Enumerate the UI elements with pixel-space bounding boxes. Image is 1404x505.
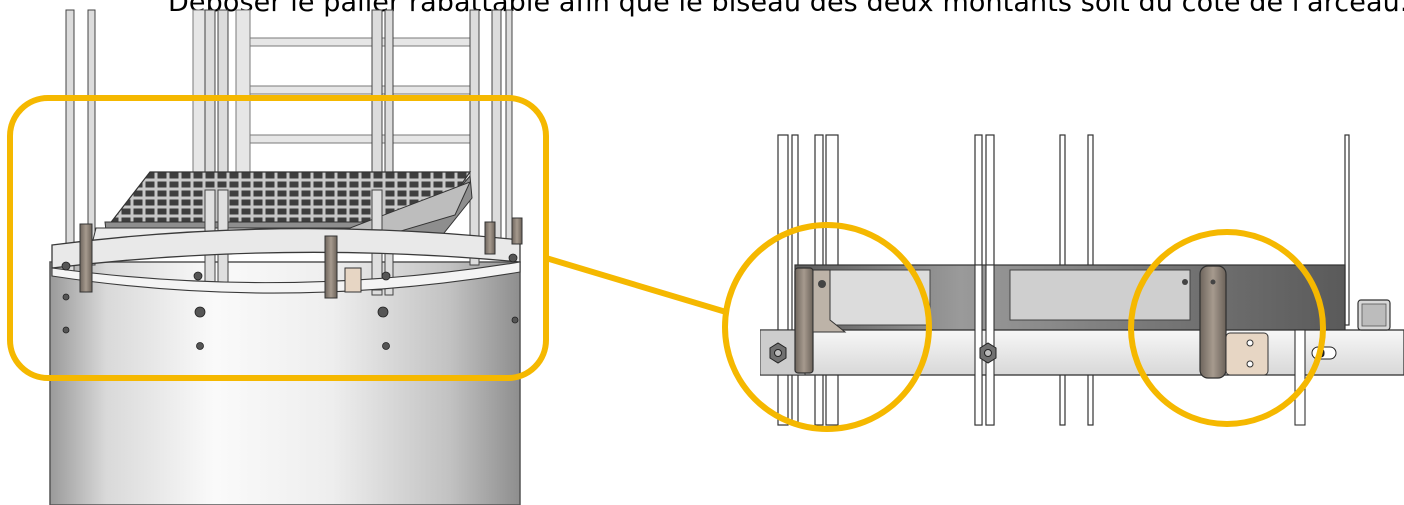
landing-brackets xyxy=(79,217,523,299)
right-bevel-upright xyxy=(1182,265,1269,379)
bolts xyxy=(61,253,519,350)
arch-band-beam xyxy=(760,329,1404,376)
cylinder-body xyxy=(49,261,521,505)
left-bevel-upright xyxy=(794,267,847,374)
zoom-detail-view xyxy=(760,134,1404,426)
highlight-frame xyxy=(7,95,549,381)
tower-left-view xyxy=(49,9,523,505)
highlight-circle-right xyxy=(1128,229,1326,427)
landing-rail xyxy=(794,264,1346,334)
zoom-connector-line xyxy=(545,255,727,315)
highlight-circle-left xyxy=(722,222,932,432)
